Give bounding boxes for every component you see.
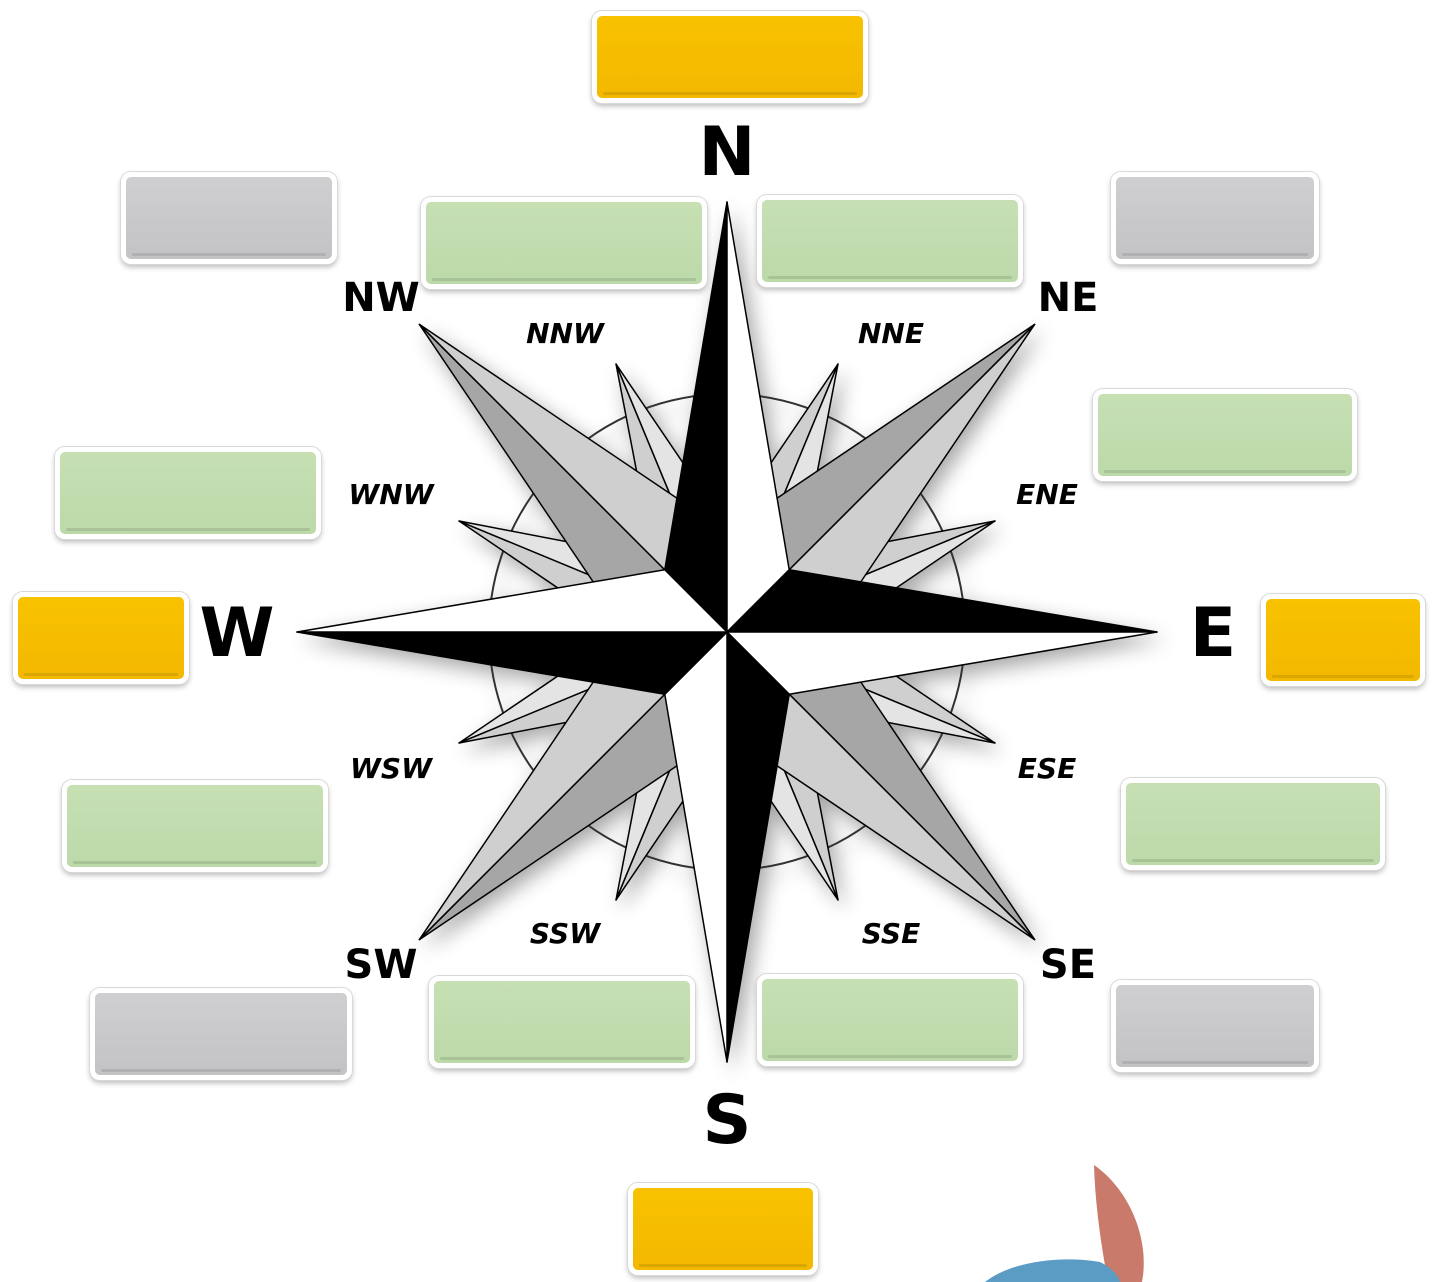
answer-box-north[interactable] bbox=[592, 11, 868, 103]
intercardinal-points bbox=[418, 323, 1036, 941]
answer-box-north-northeast[interactable] bbox=[757, 195, 1023, 287]
answer-box-west-northwest[interactable] bbox=[55, 447, 321, 539]
label-w: W bbox=[199, 594, 274, 673]
label-wsw: WSW bbox=[350, 752, 433, 785]
answer-box-north-northwest[interactable] bbox=[421, 197, 707, 289]
cardinal-point-w-right bbox=[296, 569, 728, 633]
cardinal-star bbox=[296, 201, 1158, 1063]
answer-box-south[interactable] bbox=[628, 1183, 818, 1275]
label-nnw: NNW bbox=[526, 317, 605, 350]
answer-box-southeast[interactable] bbox=[1111, 980, 1319, 1072]
answer-box-south-southeast[interactable] bbox=[757, 974, 1023, 1066]
answer-box-northwest[interactable] bbox=[121, 172, 337, 264]
answer-box-west[interactable] bbox=[13, 592, 189, 684]
label-ese: ESE bbox=[1018, 752, 1076, 785]
answer-box-northeast[interactable] bbox=[1111, 172, 1319, 264]
label-se: SE bbox=[1040, 942, 1096, 988]
label-nw: NW bbox=[342, 275, 420, 321]
label-ssw: SSW bbox=[530, 917, 601, 950]
answer-box-east[interactable] bbox=[1261, 594, 1425, 686]
answer-box-southwest[interactable] bbox=[90, 988, 352, 1080]
cardinal-point-e-left bbox=[726, 569, 1158, 633]
label-s: S bbox=[703, 1081, 752, 1160]
label-wnw: WNW bbox=[348, 478, 434, 511]
label-sse: SSE bbox=[862, 917, 920, 950]
label-ene: ENE bbox=[1016, 478, 1078, 511]
label-nne: NNE bbox=[858, 317, 924, 350]
cardinal-point-w-left bbox=[296, 631, 728, 695]
answer-box-east-southeast[interactable] bbox=[1121, 778, 1385, 870]
label-e: E bbox=[1190, 594, 1236, 673]
label-sw: SW bbox=[345, 942, 418, 988]
label-n: N bbox=[699, 113, 756, 192]
answer-box-west-southwest[interactable] bbox=[62, 780, 328, 872]
answer-box-south-southwest[interactable] bbox=[429, 976, 695, 1068]
label-ne: NE bbox=[1038, 275, 1099, 321]
compass-rose bbox=[296, 201, 1158, 1063]
decorative-graphic bbox=[985, 1165, 1144, 1282]
answer-box-east-northeast[interactable] bbox=[1093, 389, 1357, 481]
cardinal-point-e-right bbox=[726, 631, 1158, 695]
